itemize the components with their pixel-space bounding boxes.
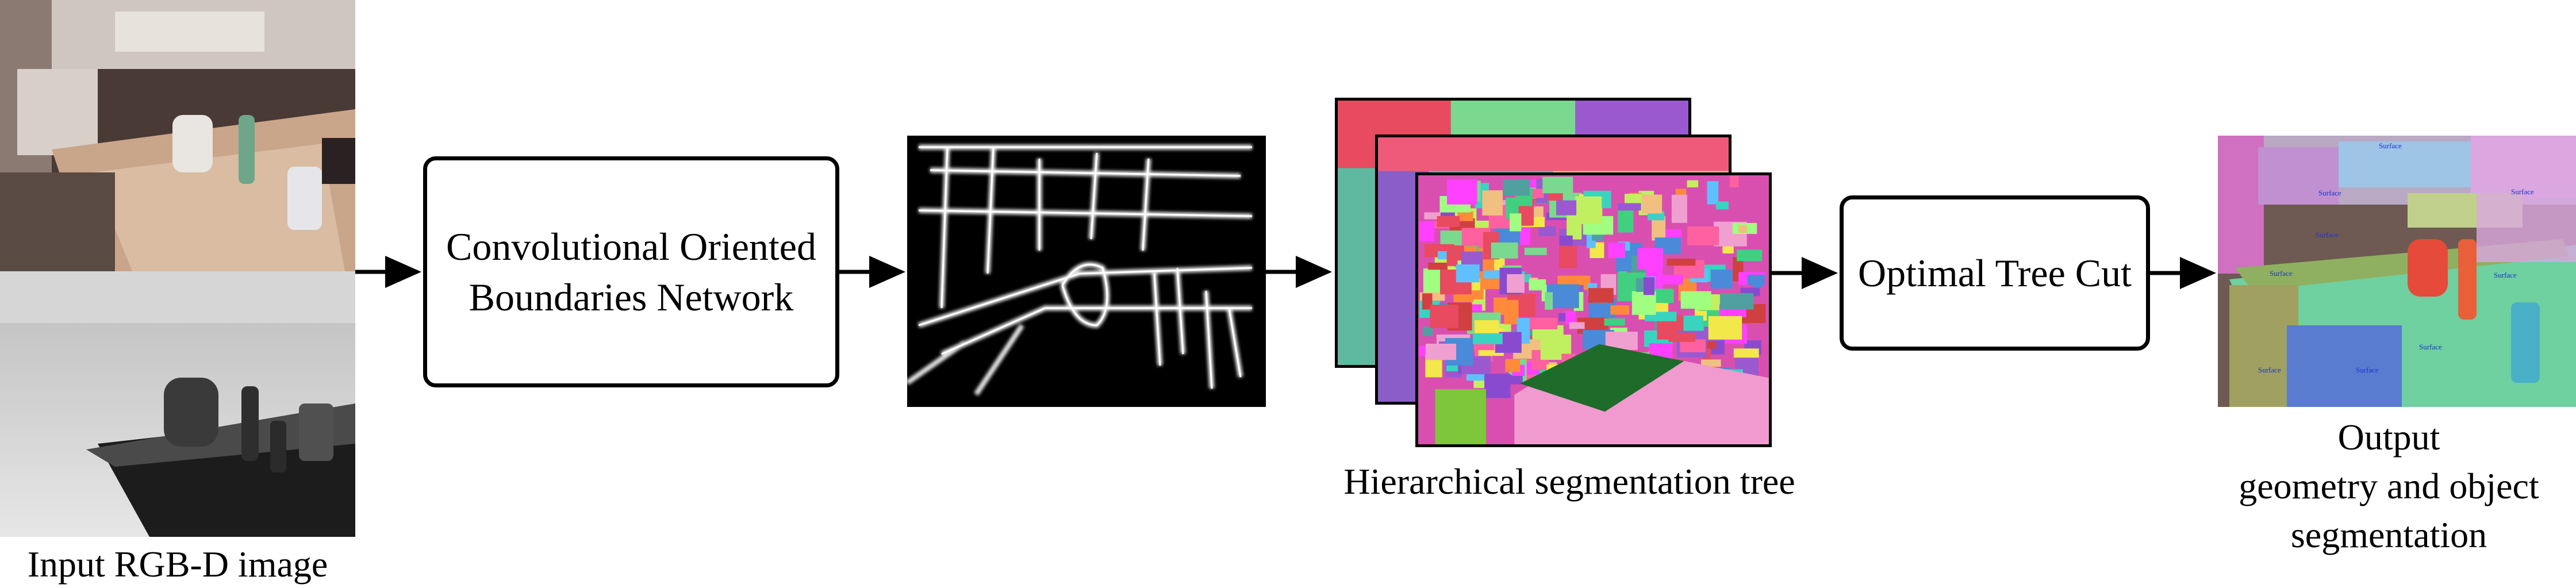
boundary-map <box>907 136 1266 407</box>
superpixel-patch <box>1422 293 1433 310</box>
superpixel-patch <box>1588 288 1614 303</box>
input-caption: Input RGB-D image <box>27 544 328 585</box>
overlay-label: Surface <box>2318 189 2341 197</box>
superpixel-patch <box>1559 235 1573 248</box>
superpixel-patch <box>1687 226 1719 245</box>
superpixel-patch <box>1648 211 1665 221</box>
overlay-label: Surface <box>2379 141 2402 150</box>
cob-network-box: Convolutional Oriented Boundaries Networ… <box>423 156 839 387</box>
superpixel-patch <box>1608 242 1625 259</box>
superpixel-patch <box>1642 194 1663 214</box>
superpixel-patch <box>1473 333 1503 344</box>
superpixel-patch <box>1637 248 1664 270</box>
superpixel-patch <box>1719 293 1754 310</box>
superpixel-patch <box>1484 374 1511 398</box>
superpixel-patch <box>1524 248 1547 255</box>
superpixel-patch <box>1545 292 1553 310</box>
superpixel-patch <box>1430 305 1459 328</box>
superpixel-patch <box>1708 316 1742 340</box>
superpixel-patch <box>1604 318 1625 326</box>
overlay-label: Surface <box>2494 271 2517 279</box>
superpixel-patch <box>1680 291 1711 309</box>
tree-cut-label: Optimal Tree Cut <box>1857 251 2132 295</box>
superpixel-patch <box>1569 322 1585 329</box>
superpixel-patch <box>1542 176 1573 194</box>
superpixel-patch <box>1687 180 1698 187</box>
superpixel-patch <box>1668 332 1696 342</box>
superpixel-patch <box>1667 258 1696 266</box>
output-caption-line2: geometry and object <box>2239 466 2539 507</box>
overlay-label: Surface <box>2356 366 2379 374</box>
overlay-label: Surface <box>2511 187 2534 196</box>
superpixel-patch <box>1504 299 1519 325</box>
optimal-tree-cut-box: Optimal Tree Cut <box>1840 195 2150 351</box>
overlay-label: Surface <box>2419 343 2442 351</box>
output-caption: Output geometry and object segmentation <box>2202 413 2576 559</box>
cob-label-line2: Boundaries Network <box>469 275 794 319</box>
overlay-label: Surface <box>2258 366 2281 374</box>
superpixel-patch <box>1575 196 1602 224</box>
superpixel-patch <box>1529 279 1546 291</box>
superpixel-patch <box>1505 359 1520 372</box>
superpixel-patch <box>1643 277 1654 295</box>
output-caption-line1: Output <box>2337 417 2440 458</box>
cob-label-line1: Convolutional Oriented <box>446 224 816 268</box>
superpixel-patch <box>1530 318 1558 329</box>
superpixel-patch <box>1559 245 1577 268</box>
superpixel-patch <box>1509 375 1523 385</box>
superpixel-patch <box>1456 264 1480 283</box>
superpixel-patch <box>1422 326 1433 337</box>
superpixel-patch <box>1710 269 1733 289</box>
superpixel-patch <box>1457 212 1473 221</box>
superpixel-patch <box>1425 343 1457 360</box>
superpixel-patch <box>1704 339 1717 349</box>
superpixel-patch <box>1446 179 1477 205</box>
superpixel-patch <box>1657 275 1684 285</box>
superpixel-patch <box>1730 175 1739 187</box>
superpixel-patch <box>1474 343 1495 351</box>
superpixel-patch <box>1733 348 1759 358</box>
superpixel-patch <box>1671 194 1687 223</box>
superpixel-patch <box>1503 179 1530 196</box>
superpixel-patch <box>1715 201 1729 210</box>
superpixel-patch <box>1652 216 1666 241</box>
superpixel-patch <box>1747 275 1765 286</box>
superpixel-patch <box>1617 203 1641 211</box>
superpixel-patch <box>1428 262 1448 270</box>
superpixel-patch <box>1631 291 1656 315</box>
overlay-label: Surface <box>2316 230 2339 239</box>
output-segmentation: Surface Surface Surface Surface Surface … <box>2218 136 2576 407</box>
superpixel-patch <box>1700 359 1721 367</box>
superpixel-patch <box>1707 181 1719 205</box>
superpixel-patch <box>1507 274 1525 293</box>
tree-caption: Hierarchical segmentation tree <box>1343 461 1795 502</box>
superpixel-patch <box>1680 339 1706 352</box>
superpixel-patch <box>1610 305 1630 315</box>
output-caption-line3: segmentation <box>2290 514 2487 556</box>
superpixel-patch <box>1565 311 1576 325</box>
superpixel-patch <box>1491 242 1518 259</box>
superpixel-patch <box>1538 226 1556 236</box>
superpixel-patch <box>1482 190 1503 216</box>
superpixel-patch <box>1556 200 1577 216</box>
rgb-image <box>0 0 355 271</box>
superpixel-patch <box>1509 213 1522 232</box>
superpixel-patch <box>1737 249 1763 262</box>
superpixel-patch <box>1419 221 1435 242</box>
segmentation-layer-front <box>1415 172 1772 447</box>
superpixel-patch <box>1437 216 1460 227</box>
overlay-label: Surface <box>2270 269 2293 278</box>
depth-image <box>0 271 355 537</box>
superpixel-patch <box>1738 225 1748 233</box>
